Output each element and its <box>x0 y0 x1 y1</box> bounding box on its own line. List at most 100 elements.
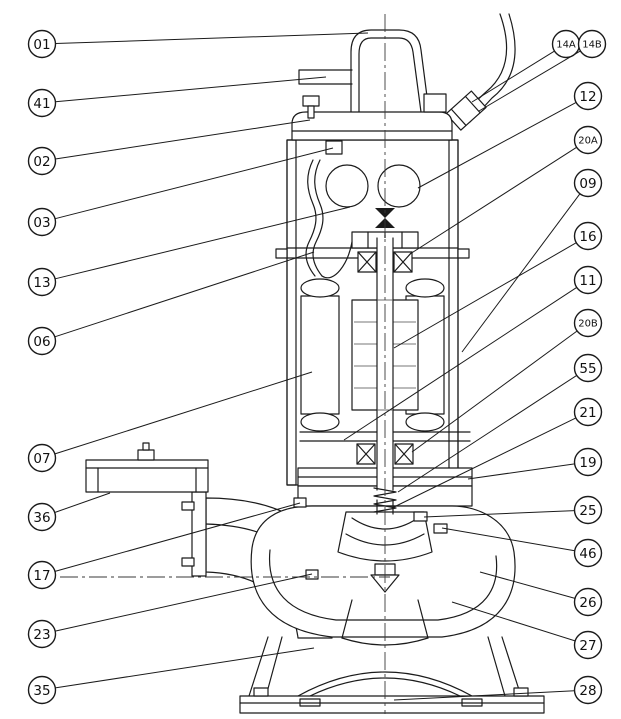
leader-line-11 <box>343 286 577 441</box>
callout-11: 11 <box>573 265 603 295</box>
callout-circle <box>573 587 603 617</box>
callout-16: 16 <box>573 221 603 251</box>
leader-line-27 <box>451 601 576 642</box>
leader-line-46 <box>441 527 575 552</box>
callout-label: 35 <box>33 683 50 699</box>
callout-label: 07 <box>33 451 50 467</box>
leader-line-17 <box>54 502 301 572</box>
callout-19: 19 <box>573 447 603 477</box>
callout-label: 16 <box>579 229 596 245</box>
leader-line-02 <box>55 119 311 160</box>
callout-circle <box>573 221 603 251</box>
leader-line-35 <box>55 647 315 689</box>
callout-label: 09 <box>579 176 596 192</box>
callout-14B: 14B <box>577 29 607 59</box>
leader-line-07 <box>54 371 313 455</box>
callout-label: 11 <box>579 273 596 289</box>
leader-line-28 <box>393 690 575 701</box>
base-stand <box>239 636 545 714</box>
callout-07: 07 <box>27 443 57 473</box>
leader-line-16 <box>393 242 577 349</box>
callout-label: 41 <box>33 96 50 112</box>
stator <box>300 278 445 432</box>
callout-label: 28 <box>579 683 596 699</box>
callout-circle <box>573 630 603 660</box>
callout-21: 21 <box>573 397 603 427</box>
callout-35: 35 <box>27 675 57 705</box>
capacitor-left <box>325 164 369 208</box>
leader-line-41 <box>55 76 327 103</box>
callout-circle <box>27 146 57 176</box>
lead-wires <box>305 159 353 279</box>
eyebolt <box>302 95 320 119</box>
volute-bolt-upper-left <box>293 497 307 508</box>
leader-line-14B <box>478 50 581 112</box>
upper-bearing <box>357 251 413 273</box>
callout-label: 55 <box>579 361 596 377</box>
callout-circle <box>27 560 57 590</box>
casing-bolt-right <box>457 248 470 259</box>
callout-36: 36 <box>27 502 57 532</box>
callout-circle <box>573 353 603 383</box>
callout-13: 13 <box>27 267 57 297</box>
callout-label: 20A <box>578 136 598 147</box>
top-cover <box>291 111 453 141</box>
callout-20A: 20A <box>573 125 603 155</box>
callout-circle <box>573 538 603 568</box>
callout-label: 19 <box>579 455 596 471</box>
leader-line-06 <box>54 251 315 338</box>
callout-label: 20B <box>578 319 598 330</box>
casing-bolt-left <box>275 248 288 259</box>
callout-circle <box>27 29 57 59</box>
discharge-flange <box>181 491 207 577</box>
leader-line-09 <box>461 193 581 353</box>
cable-gland <box>445 90 487 131</box>
leader-lines <box>54 32 581 701</box>
callout-09: 09 <box>573 168 603 198</box>
callout-circle <box>573 397 603 427</box>
callout-circle <box>573 265 603 295</box>
leader-line-26 <box>479 571 576 599</box>
callout-01: 01 <box>27 29 57 59</box>
callout-label: 26 <box>579 595 596 611</box>
leader-line-01 <box>55 32 369 44</box>
callout-14A: 14A <box>551 29 581 59</box>
callout-27: 27 <box>573 630 603 660</box>
callout-circle <box>573 447 603 477</box>
callout-12: 12 <box>573 81 603 111</box>
callout-label: 14B <box>582 40 602 51</box>
callout-26: 26 <box>573 587 603 617</box>
leader-line-13 <box>54 206 351 280</box>
callout-46: 46 <box>573 538 603 568</box>
callout-label: 27 <box>579 638 596 654</box>
callout-25: 25 <box>573 495 603 525</box>
callout-03: 03 <box>27 207 57 237</box>
callout-circle <box>573 308 603 338</box>
callout-23: 23 <box>27 619 57 649</box>
lifting-handle <box>350 29 430 113</box>
leader-line-14A <box>471 50 555 103</box>
leader-line-03 <box>54 147 334 220</box>
callout-circle <box>27 443 57 473</box>
leader-line-23 <box>55 573 313 632</box>
callout-label: 13 <box>33 275 50 291</box>
callout-circle <box>573 125 603 155</box>
callout-label: 02 <box>33 154 50 170</box>
power-cable <box>461 13 516 123</box>
callout-circle <box>577 29 607 59</box>
leader-line-20A <box>409 146 577 255</box>
callout-label: 14A <box>556 40 576 51</box>
callout-label: 46 <box>579 546 596 562</box>
leader-line-25 <box>423 510 575 518</box>
callout-circle <box>573 168 603 198</box>
callout-circle <box>27 326 57 356</box>
leader-line-21 <box>391 417 577 509</box>
callout-circle <box>573 675 603 705</box>
callout-label: 01 <box>33 37 50 53</box>
callout-28: 28 <box>573 675 603 705</box>
leader-line-55 <box>397 374 577 493</box>
callout-06: 06 <box>27 326 57 356</box>
leader-line-20B <box>411 330 578 453</box>
